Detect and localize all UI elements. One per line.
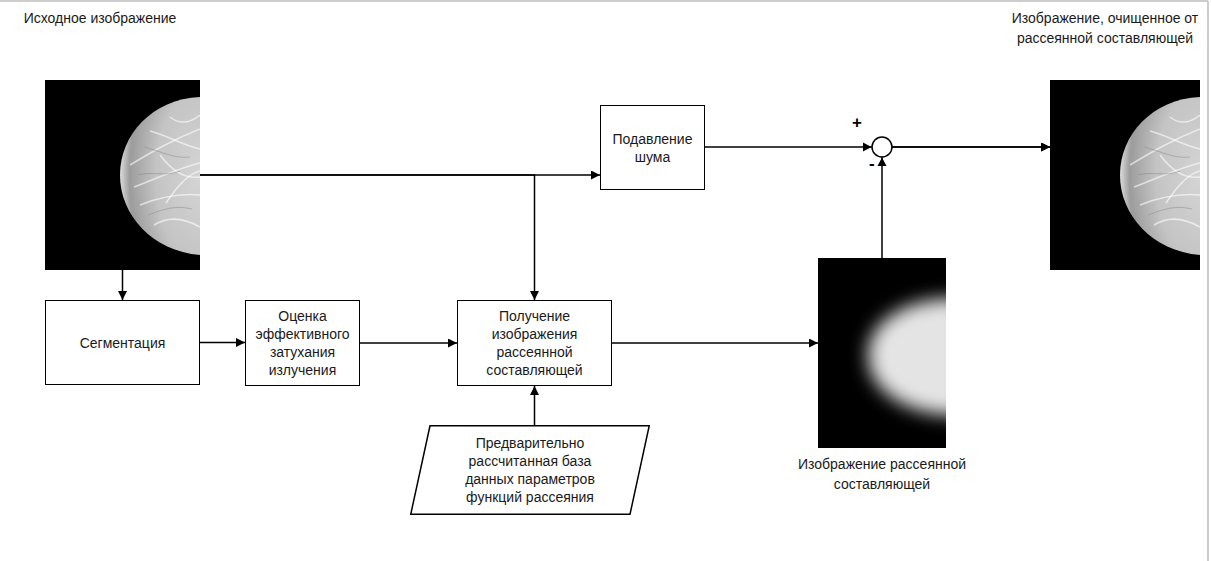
scatter-image [818, 258, 946, 448]
summing-circle [872, 137, 892, 157]
arrow-head [878, 158, 887, 167]
flow-arrow [200, 175, 535, 300]
image-panel: Изображение, очищенное от рассеянной сос… [1050, 80, 1200, 270]
image-caption: Изображение, очищенное от рассеянной сос… [1005, 8, 1205, 48]
box-label: Оценка эффективного затухания излучения [252, 307, 353, 379]
process-box: Оценка эффективного затухания излучения [245, 300, 360, 386]
box-label: Предварительно рассчитанная база данных … [446, 434, 614, 506]
mammogram-image [45, 80, 200, 270]
frame-line [1207, 1, 1209, 561]
mammogram-image [1050, 80, 1200, 270]
sign-label: + [852, 113, 862, 133]
process-box: Подавление шума [600, 105, 705, 190]
frame-line [0, 0, 1208, 2]
image-caption: Исходное изображение [0, 8, 200, 28]
data-parallelogram: Предварительно рассчитанная база данных … [410, 425, 650, 515]
flow-arrow [612, 342, 818, 344]
arrow-head [863, 143, 872, 152]
box-label: Подавление шума [607, 130, 698, 166]
process-box: Сегментация [45, 300, 200, 385]
box-label: Получение изображения рассеянной составл… [464, 307, 605, 379]
parallelogram-shape [411, 426, 650, 515]
flow-arrow [122, 270, 124, 300]
sign-label: - [869, 154, 875, 174]
box-label: Сегментация [52, 334, 193, 352]
image-panel: Изображение рассеянной составляющей [818, 258, 946, 448]
image-caption: Изображение рассеянной составляющей [782, 454, 982, 494]
image-panel: Исходное изображение [45, 80, 200, 270]
flow-arrow [534, 386, 536, 425]
flow-arrow [200, 342, 245, 344]
flow-arrow [360, 342, 457, 344]
flow-arrow [882, 147, 1050, 258]
process-box: Получение изображения рассеянной составл… [457, 300, 612, 386]
